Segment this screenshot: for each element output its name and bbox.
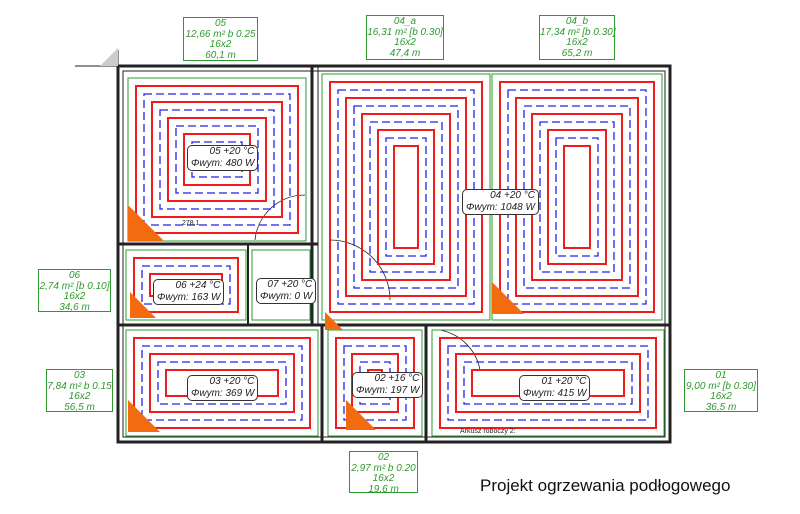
circuit-length: 34,6 m [59,301,90,313]
room-heat-demand: Φwym: 415 W [523,388,587,399]
supply-pipe-loop [547,129,607,265]
room-temperature: 07 +20 °C [267,279,313,290]
circuit-pipe: 16x2 [566,37,588,48]
circuit-area: 2,74 m² [b 0.10] [39,280,110,292]
room-temperature: 03 +20 °C [209,376,255,387]
circuit-id: 03 [73,370,86,381]
room-heat-demand: Φwym: 0 W [260,291,313,302]
circuit-id: 05 [214,18,227,29]
heating-zone-outline [125,249,247,321]
supply-pipe-loop [563,145,591,249]
circuit-id: 06 [68,270,81,281]
return-pipe-loop [507,89,647,305]
manifold-marker [130,292,156,318]
circuit-id: 02 [377,452,390,463]
circuit-length: 19,6 m [368,483,399,495]
supply-pipe-loop [167,117,267,202]
manifold-marker [128,400,160,432]
circuit-length: 56,5 m [64,401,95,413]
return-pipe-loop [159,109,275,210]
sheet-label: Arkusz roboczy 2: [460,428,516,435]
return-pipe-loop [353,105,459,289]
circuit-pipe: 16x2 [68,391,91,402]
room-temperature: 04 +20 °C [490,190,535,201]
room-heat-demand: Φwym: 369 W [191,388,255,399]
dimension-label: 278,1 [182,220,200,227]
return-pipe-loop [463,361,633,405]
return-pipe-loop [141,345,303,421]
supply-pipe-loop [455,353,641,413]
circuit-id: 04_a [393,16,417,27]
room-temperature: 02 +16 °C [374,373,420,384]
room-temperature: 05 +20 °C [209,146,255,157]
supply-pipe-loop [377,129,435,265]
return-pipe-loop [157,361,287,405]
supply-pipe-loop [345,97,467,297]
room-heat-demand: Φwym: 197 W [356,385,420,396]
manifold-marker [325,312,343,330]
circuit-pipe: 16x2 [209,39,232,50]
circuit-length: 36,5 m [705,401,737,413]
circuit-pipe: 16x2 [63,291,86,302]
return-pipe-loop [447,345,649,421]
supply-pipe-loop [133,337,311,429]
circuit-length: 60,1 m [205,49,236,61]
manifold-marker [346,400,376,430]
supply-pipe-loop [329,81,483,313]
supply-pipe-loop [151,101,283,218]
return-pipe-loop [539,121,615,273]
supply-pipe-loop [439,337,657,429]
manifold-marker [128,205,164,241]
circuit-area: 7,84 m² b 0.15 [47,380,112,392]
circuit-pipe: 16x2 [372,473,395,484]
circuit-id: 01 [715,370,727,381]
circuit-area: 17,34 m² [b 0.30] [540,26,616,38]
circuit-area: 12,66 m² b 0.25 [185,28,256,40]
return-pipe-loop [369,121,443,273]
circuit-length: 65,2 m [561,47,593,59]
room-heat-demand: Φwym: 163 W [157,292,221,303]
room-heat-demand: Φwym: 480 W [191,158,255,169]
return-pipe-loop [143,93,291,226]
return-pipe-loop [555,137,599,257]
circuit-pipe: 16x2 [394,37,416,48]
room-heat-demand: Φwym: 1048 W [466,202,535,213]
heating-zone-outline [431,329,665,437]
circuit-area: 2,97 m² b 0.20 [351,462,416,474]
supply-pipe-loop [133,257,239,313]
return-pipe-loop [385,137,427,257]
supply-pipe-loop [393,145,419,249]
drawing-title: Projekt ogrzewania podłogowego [480,476,731,495]
room-temperature: 01 +20 °C [541,376,587,387]
supply-pipe-loop [135,85,299,234]
supply-pipe-loop [361,113,451,281]
circuit-area: 16,31 m² [b 0.30] [367,26,443,38]
room-temperature: 06 +24 °C [175,280,221,291]
heating-zone-outline [127,77,307,242]
supply-pipe-loop [149,353,295,413]
circuit-area: 9,00 m² [b 0.30] [685,380,757,392]
manifold-marker [492,282,524,314]
circuit-length: 47,4 m [389,47,421,59]
circuit-pipe: 16x2 [710,391,732,402]
circuit-id: 04_b [565,16,589,27]
heating-zone-outline [125,329,319,437]
supply-pipe-loop [531,113,623,281]
